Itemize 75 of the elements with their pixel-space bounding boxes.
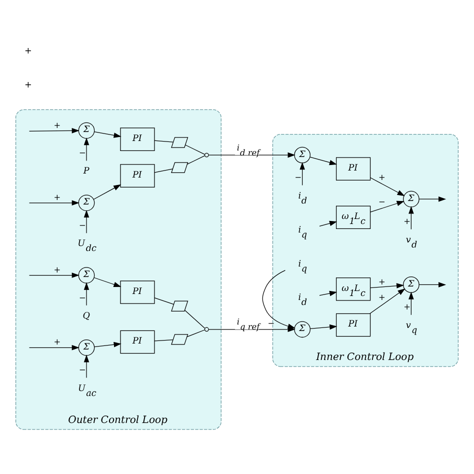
node-circle: Σ — [403, 276, 420, 292]
arrow — [84, 209, 90, 233]
edge-label: − — [78, 219, 86, 230]
label: + — [24, 80, 32, 90]
edge-label: − — [294, 172, 302, 182]
connector — [185, 144, 206, 154]
connector — [154, 339, 174, 341]
connector — [186, 329, 206, 337]
edge-label: + — [404, 216, 410, 226]
arrow — [28, 344, 80, 350]
edge-label: + — [378, 292, 386, 302]
node-circle: Σ — [78, 122, 95, 138]
label: + — [24, 46, 32, 56]
node-box: PI — [120, 280, 155, 304]
node-limiter — [171, 334, 188, 344]
arrow — [94, 276, 122, 286]
arrow — [408, 206, 414, 230]
arrow — [310, 156, 338, 165]
node-box: PI — [336, 312, 371, 336]
arrow — [84, 354, 90, 378]
connector — [184, 310, 206, 328]
edge-label: − — [78, 364, 86, 374]
node-box: PI — [120, 330, 155, 354]
node-circle: Σ — [403, 190, 420, 207]
arrow — [300, 162, 305, 186]
connector — [186, 154, 206, 164]
arrow — [310, 324, 338, 330]
node-limiter — [171, 136, 188, 148]
node-text: P — [83, 166, 90, 176]
arrow — [93, 184, 122, 200]
arrow — [28, 272, 80, 278]
node-box: PI — [336, 156, 371, 180]
node-circle — [204, 326, 209, 332]
edge-label: + — [54, 191, 61, 202]
arrow — [319, 220, 338, 226]
connector — [154, 140, 174, 142]
arrow — [28, 128, 80, 133]
arrow — [94, 341, 122, 347]
node-limiter — [171, 300, 188, 311]
node-box: PI — [120, 164, 155, 187]
edge-label: − — [378, 196, 386, 206]
edge-label: + — [378, 276, 386, 286]
node-circle: Σ — [294, 320, 310, 338]
arrow — [418, 282, 446, 287]
arrow — [418, 196, 446, 202]
edge-label: + — [54, 120, 61, 130]
node-circle: Σ — [78, 194, 95, 211]
node-limiter — [171, 162, 188, 172]
arrow — [262, 269, 296, 328]
arrow — [84, 137, 90, 160]
edge-label: − — [268, 318, 275, 328]
node-circle: Σ — [78, 266, 95, 283]
edge-label: + — [54, 264, 61, 274]
arrow — [94, 131, 122, 138]
arrow — [84, 282, 90, 306]
node-circle — [204, 152, 209, 157]
edge-label: − — [78, 147, 86, 158]
edge-label: − — [78, 292, 86, 302]
arrow — [370, 176, 405, 196]
node-circle: Σ — [78, 338, 95, 356]
arrow — [208, 152, 296, 158]
edge-label: + — [404, 301, 410, 312]
arrow — [370, 288, 406, 314]
connector — [154, 168, 174, 172]
arrow — [408, 291, 414, 315]
node-circle: Σ — [294, 146, 310, 163]
node-box: PI — [120, 127, 155, 150]
edge-label: + — [378, 171, 386, 182]
arrow — [28, 200, 80, 206]
arrow — [370, 200, 404, 212]
arrow — [319, 290, 338, 296]
connector — [154, 297, 174, 304]
edge-label: + — [54, 336, 61, 346]
arrow — [370, 282, 404, 288]
node-text: Q — [82, 310, 90, 321]
